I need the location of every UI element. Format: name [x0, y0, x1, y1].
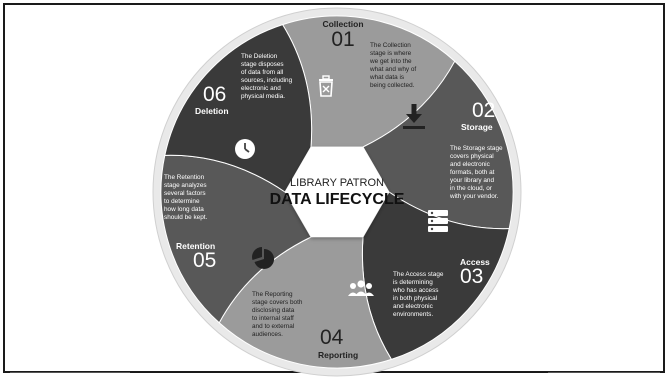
stage-description: The Retention stage analyzes several fac…	[164, 174, 208, 221]
stage-name: Retention	[176, 241, 215, 251]
stage-description: The Reporting stage covers both disclosi…	[252, 291, 304, 338]
stage-number: 03	[460, 265, 483, 288]
stage-number: 01	[331, 28, 354, 51]
stage-description: The Storage stage covers physical and el…	[449, 145, 504, 200]
stage-reporting: 04 Reporting The Reporting stage covers …	[252, 247, 358, 360]
stage-description: The Deletion stage disposes of data from…	[241, 53, 294, 100]
stage-number: 02	[472, 99, 495, 122]
stage-storage: 02 Storage The Storage stage covers phys…	[428, 99, 504, 232]
stage-retention: Retention 05 The Retention stage analyze…	[164, 139, 255, 272]
stage-number: 04	[320, 326, 344, 349]
segment-deletion	[164, 24, 313, 193]
stage-name: Access	[460, 257, 490, 267]
stage-number: 06	[203, 83, 226, 106]
stage-collection: Collection 01 The Collection stage is wh…	[322, 19, 425, 129]
server-icon	[428, 210, 448, 232]
stage-name: Reporting	[318, 350, 358, 360]
download-icon	[403, 104, 425, 129]
clock-icon	[235, 139, 255, 159]
center-title-line1: LIBRARY PATRON	[290, 177, 384, 189]
stage-description: The Collection stage is where we get int…	[369, 42, 418, 89]
stage-name: Storage	[461, 122, 493, 132]
stage-access: Access 03 The Access stage is determinin…	[348, 257, 490, 318]
users-icon	[348, 280, 374, 296]
stage-description: The Access stage is determining who has …	[392, 271, 445, 318]
segments-group	[160, 15, 514, 369]
pie-chart-icon	[252, 247, 275, 269]
center-hexagon	[285, 147, 389, 237]
bottom-rule-right	[548, 372, 660, 373]
bottom-rule-left	[10, 372, 130, 373]
stage-name: Deletion	[195, 106, 229, 116]
stage-name: Collection	[322, 19, 363, 29]
trash-icon	[319, 75, 333, 97]
center-title-line2: DATA LIFECYCLE	[270, 191, 405, 208]
stage-number: 05	[193, 249, 216, 272]
stage-deletion: 06 Deletion The Deletion stage disposes …	[195, 53, 333, 116]
